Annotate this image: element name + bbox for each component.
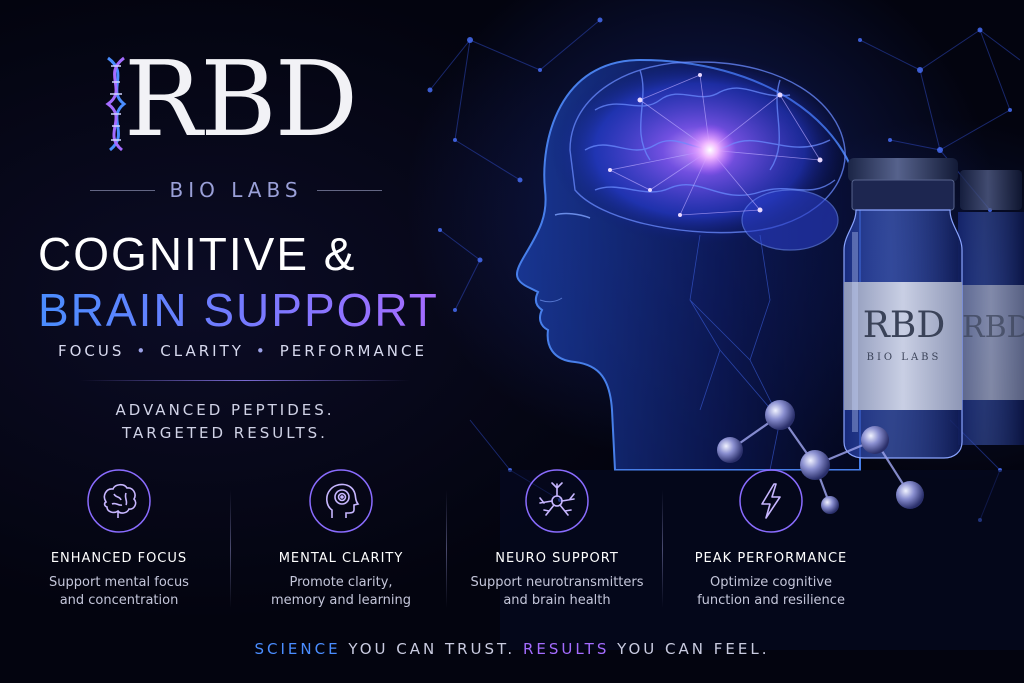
feature-description: Support mental focus and concentration (14, 574, 224, 610)
dna-icon (105, 56, 127, 152)
footer-science: SCIENCE (254, 640, 341, 658)
head-target-icon (309, 469, 373, 533)
logo-text: RBD (124, 38, 358, 160)
subtitle-divider-left (90, 189, 156, 191)
brain-outline-icon (87, 469, 151, 533)
feature-enhanced-focus: ENHANCED FOCUS Support mental focus and … (14, 468, 224, 618)
feature-description-line-2: and concentration (59, 593, 179, 608)
tagline-clarity: CLARITY (160, 342, 244, 360)
feature-list: ENHANCED FOCUS Support mental focus and … (14, 468, 874, 618)
feature-divider (230, 490, 231, 608)
tagline-separator: • (136, 342, 149, 360)
brand-logo: RBD (100, 44, 390, 158)
feature-description: Optimize cognitive function and resilien… (666, 574, 876, 610)
headline-line-2: BRAIN SUPPORT (38, 284, 439, 336)
neuron-icon (525, 469, 589, 533)
footer-text-1: YOU CAN TRUST. (340, 640, 523, 658)
footer-results: RESULTS (522, 640, 610, 658)
feature-description-line-2: function and resilience (697, 593, 845, 608)
subtitle-divider-right (316, 189, 383, 191)
vial-label-sub: BIO LABS (866, 352, 942, 363)
tagline-performance: PERFORMANCE (279, 342, 427, 360)
feature-description-line-1: Support neurotransmitters (470, 575, 644, 590)
feature-title: PEAK PERFORMANCE (694, 551, 848, 566)
lightning-icon (739, 469, 803, 533)
feature-description-line-1: Optimize cognitive (709, 575, 833, 590)
intro-line-1: ADVANCED PEPTIDES. (115, 401, 335, 419)
footer-text-2: YOU CAN FEEL. (609, 640, 770, 658)
brand-subtitle-row: BIO LABS (90, 176, 383, 204)
vial-back (958, 170, 1024, 445)
feature-description-line-2: and brain health (503, 593, 611, 608)
intro-text: ADVANCED PEPTIDES. TARGETED RESULTS. (100, 399, 350, 445)
tagline-focus: FOCUS (58, 342, 125, 360)
feature-description-line-1: Promote clarity, (289, 575, 393, 590)
vial-label-brand: RBD (862, 305, 946, 346)
feature-neuro-support: NEURO SUPPORT Support neurotransmitters … (452, 468, 662, 618)
feature-description: Promote clarity, memory and learning (236, 574, 446, 610)
section-divider (80, 380, 410, 381)
feature-mental-clarity: MENTAL CLARITY Promote clarity, memory a… (236, 468, 446, 618)
feature-description: Support neurotransmitters and brain heal… (452, 574, 662, 610)
feature-title: NEURO SUPPORT (495, 551, 619, 566)
feature-title: MENTAL CLARITY (278, 551, 404, 566)
vial-front (843, 158, 963, 459)
headline-line-1: COGNITIVE & (38, 228, 357, 280)
intro-line-2: TARGETED RESULTS. (122, 424, 328, 442)
brand-subtitle: BIO LABS (169, 178, 303, 202)
feature-divider (662, 490, 663, 608)
footer-slogan: SCIENCE YOU CAN TRUST. RESULTS YOU CAN F… (0, 640, 1024, 658)
feature-description-line-2: memory and learning (270, 593, 412, 608)
vial-back-label-brand: RBD (962, 310, 1024, 345)
feature-description-line-1: Support mental focus (49, 575, 189, 590)
feature-peak-performance: PEAK PERFORMANCE Optimize cognitive func… (666, 468, 876, 618)
feature-title: ENHANCED FOCUS (50, 551, 188, 566)
feature-divider (446, 490, 447, 608)
tagline: FOCUS • CLARITY • PERFORMANCE (58, 342, 427, 360)
tagline-separator: • (255, 342, 268, 360)
